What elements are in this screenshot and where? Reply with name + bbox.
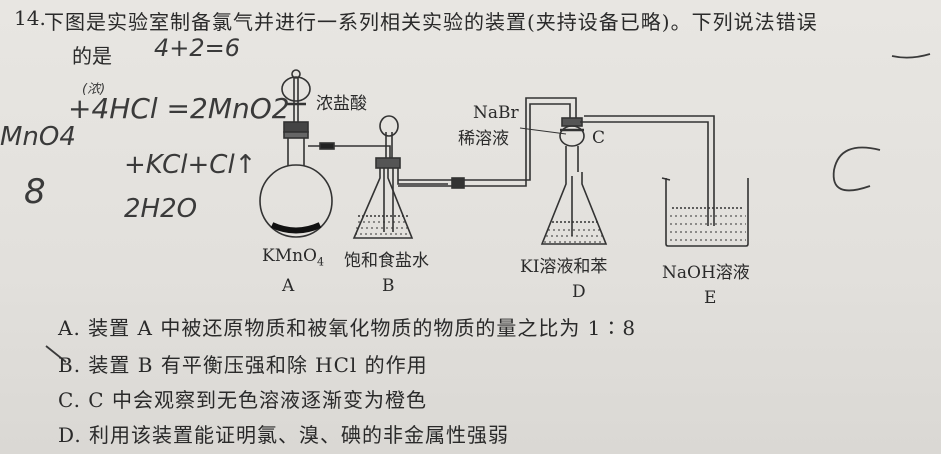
underline-mark xyxy=(891,53,931,59)
handwriting-note-1: MnO4 xyxy=(0,122,76,152)
handwritten-answer: C xyxy=(862,140,863,141)
option-b: B. 装置 B 有平衡压强和除 HCl 的作用 xyxy=(58,353,428,377)
handwriting-top-note: 4+2=6 xyxy=(154,34,241,62)
letter-e: E xyxy=(704,288,717,308)
question-stem-line2: 的是 xyxy=(72,44,112,68)
label-conc-hcl: 浓盐酸 xyxy=(316,94,367,114)
option-c: C. C 中会观察到无色溶液逐渐变为橙色 xyxy=(58,388,427,412)
label-kmno4: KMnO4 xyxy=(262,246,324,269)
answer-c-stroke xyxy=(832,146,881,192)
strike-mark xyxy=(45,345,67,363)
label-nabr: NaBr xyxy=(473,103,519,123)
flask-a xyxy=(259,69,391,238)
handwriting-note-4: 2H2O xyxy=(124,194,198,224)
letter-d: D xyxy=(572,282,586,302)
label-saturated-brine: 饱和食盐水 xyxy=(344,251,429,271)
label-dilute-solution: 稀溶液 xyxy=(458,129,509,149)
handwriting-note-5: 8 xyxy=(24,172,46,212)
option-d: D. 利用该装置能证明氯、溴、碘的非金属性强弱 xyxy=(58,423,510,447)
flask-b xyxy=(352,115,448,239)
label-naoh: NaOH溶液 xyxy=(662,263,750,283)
label-c: C xyxy=(592,128,606,148)
handwriting-note-conc: (浓) xyxy=(82,82,106,97)
label-ki-benzene: KI溶液和苯 xyxy=(520,257,608,277)
letter-a: A xyxy=(282,276,295,296)
question-stem-line1: 下图是实验室制备氯气并进行一系列相关实验的装置(夹持设备已略)。下列说法错误 xyxy=(44,10,818,34)
handwriting-note-2: +4HCl =2MnO2 xyxy=(68,92,290,125)
beaker-e xyxy=(661,177,749,247)
tube-b-to-c xyxy=(398,97,577,189)
option-a: A. 装置 A 中被还原物质和被氧化物质的物质的量之比为 1∶8 xyxy=(58,316,637,340)
question-number: 14. xyxy=(14,6,46,30)
letter-b: B xyxy=(382,276,395,296)
flask-d xyxy=(540,115,715,245)
handwriting-note-3: +KCl+Cl↑ xyxy=(124,150,257,180)
